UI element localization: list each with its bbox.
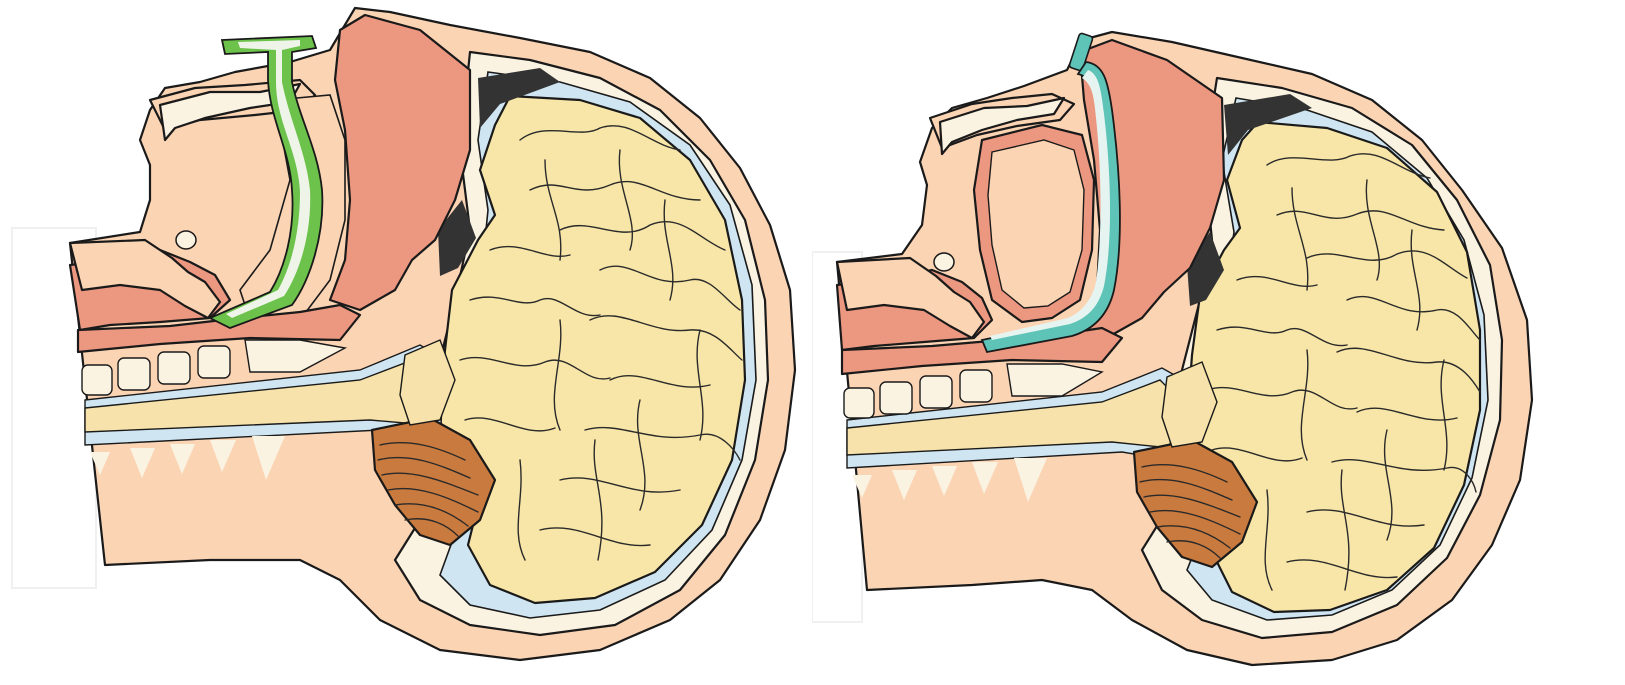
head-sagittal-section-right [812,0,1624,685]
hyoid [176,231,196,249]
head-sagittal-section-left [0,0,812,685]
panel-endotracheal-tube [812,0,1624,685]
panel-laryngeal-mask [0,0,812,685]
oral-cavity-inner [988,140,1084,308]
hyoid [934,253,954,271]
